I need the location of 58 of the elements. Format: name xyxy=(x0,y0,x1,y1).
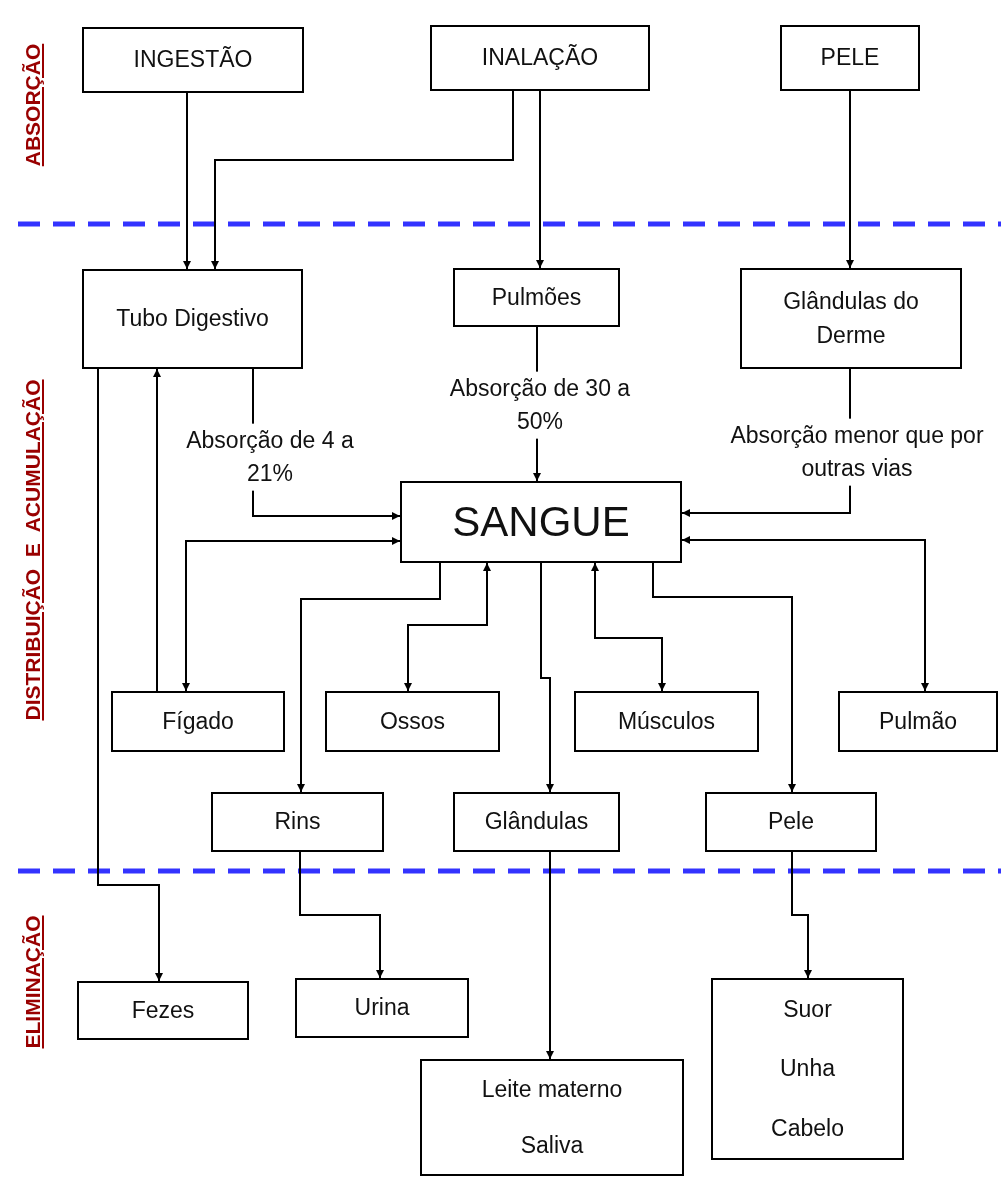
node-text: Tubo Digestivo xyxy=(116,304,269,334)
node-text: Pulmão xyxy=(879,706,957,736)
arrow xyxy=(299,851,384,979)
node-text: Urina xyxy=(354,993,410,1023)
node-text: INALAÇÃO xyxy=(481,43,599,73)
node-text: INGESTÃO xyxy=(133,45,253,75)
process-box xyxy=(82,269,303,369)
arrow xyxy=(211,90,514,270)
node-text: Pulmões xyxy=(491,282,582,312)
process-box xyxy=(740,268,962,369)
process-box xyxy=(705,792,877,852)
process-box xyxy=(325,691,500,752)
process-box xyxy=(295,978,469,1038)
arrow xyxy=(546,851,554,1060)
node-text: Fezes xyxy=(131,995,195,1025)
process-box xyxy=(453,792,620,852)
node-text: Leite materno xyxy=(481,1074,623,1104)
arrow xyxy=(97,368,163,982)
arrow xyxy=(404,562,491,692)
arrow xyxy=(652,562,796,793)
process-box xyxy=(711,978,904,1160)
section-label: DISTRIBUIÇÃO E ACUMULAÇÃO xyxy=(21,379,45,721)
node-text: Unha xyxy=(780,1054,835,1084)
node-text: Ossos xyxy=(379,706,446,736)
process-box xyxy=(780,25,920,91)
process-box xyxy=(838,691,998,752)
process-box xyxy=(430,25,650,91)
node-text: Pele xyxy=(767,807,814,837)
arrow xyxy=(182,537,401,692)
process-box xyxy=(574,691,759,752)
arrow xyxy=(681,536,929,692)
arrow xyxy=(591,562,666,692)
arrow xyxy=(540,562,554,793)
section-label: ABSORÇÃO xyxy=(21,43,45,167)
process-box xyxy=(77,981,249,1040)
node-text: Saliva xyxy=(520,1131,584,1161)
node-text: Glândulas xyxy=(484,807,589,837)
node-text: PELE xyxy=(820,43,880,73)
central-box xyxy=(400,481,682,563)
section-label: ELIMINAÇÃO xyxy=(21,915,45,1049)
arrow xyxy=(153,368,161,692)
node-text: SANGUE xyxy=(452,496,630,547)
node-text: Rins xyxy=(274,807,321,837)
process-box xyxy=(453,268,620,327)
process-box xyxy=(111,691,285,752)
arrow xyxy=(846,90,854,269)
node-text: Suor xyxy=(783,995,832,1024)
process-box xyxy=(82,27,304,93)
process-box xyxy=(420,1059,684,1176)
node-text: Glândulas do Derme xyxy=(782,287,920,350)
arrow xyxy=(297,562,441,793)
node-text: Fígado xyxy=(162,706,234,736)
arrow xyxy=(536,90,544,269)
arrow xyxy=(183,92,191,270)
arrow xyxy=(791,851,812,979)
node-text: Músculos xyxy=(617,706,716,736)
process-box xyxy=(211,792,384,852)
node-text: Cabelo xyxy=(771,1113,844,1143)
